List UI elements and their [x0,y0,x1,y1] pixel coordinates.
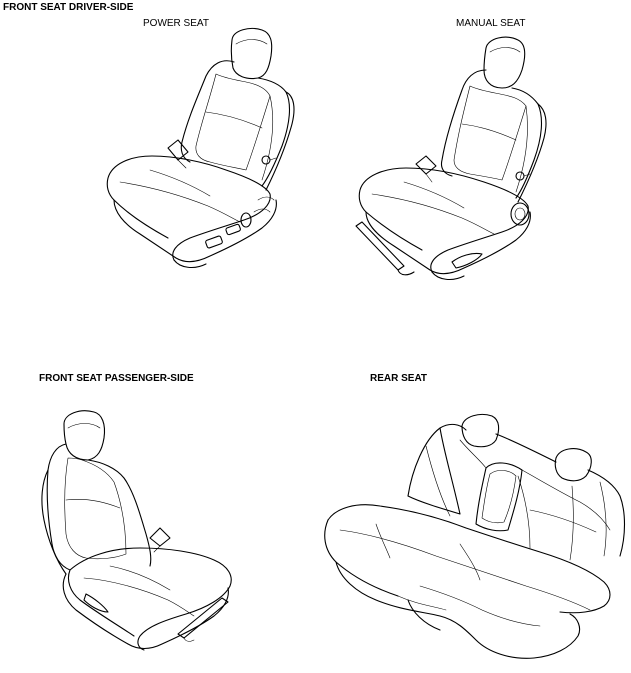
power-seat-switch-2 [225,223,241,236]
heading-rear-seat: REAR SEAT [370,373,428,384]
power-seat-knob [261,155,271,165]
passenger-seat-headrest [63,410,106,461]
power-seat-belt-buckle [167,139,189,161]
passenger-seat-belt-buckle [149,527,171,547]
rear-seat-cushion [327,504,611,614]
manual-seat-base [365,211,531,275]
passenger-seat-cushion [67,547,232,651]
passenger-seat-backrest [46,443,152,571]
heading-front-seat-driver-side: FRONT SEAT DRIVER-SIDE [3,2,134,13]
power-seat-base [113,199,277,263]
passenger-seat-illustration [41,410,232,651]
passenger-seat-side-lever [83,593,109,613]
manual-seat-headrest [483,36,526,89]
passenger-seat-slide-rail [177,597,229,639]
manual-seat-illustration [355,36,547,281]
manual-seat-lever [451,252,483,269]
manual-seat-belt-buckle [415,155,437,175]
label-manual-seat: MANUAL SEAT [456,18,526,29]
manual-seat-backrest [440,69,543,199]
rear-seat-pass-through [475,462,523,532]
rear-seat-illustration [324,413,626,659]
passenger-seat-base [62,573,229,650]
manual-seat-recline-knob [510,202,530,226]
power-seat-backrest [180,60,291,187]
power-seat-switch-3 [240,212,252,228]
manual-seat-slide-rail [355,221,405,271]
rear-seat-backrest [407,423,626,557]
power-seat-illustration [106,27,295,269]
rear-seat-headrest-right [554,448,592,482]
power-seat-cushion [106,155,271,261]
power-seat-headrest [230,27,273,80]
label-power-seat: POWER SEAT [143,18,209,29]
rear-seat-headrest-left [461,413,500,448]
power-seat-switch-1 [205,235,223,249]
heading-front-seat-passenger-side: FRONT SEAT PASSENGER-SIDE [39,373,194,384]
